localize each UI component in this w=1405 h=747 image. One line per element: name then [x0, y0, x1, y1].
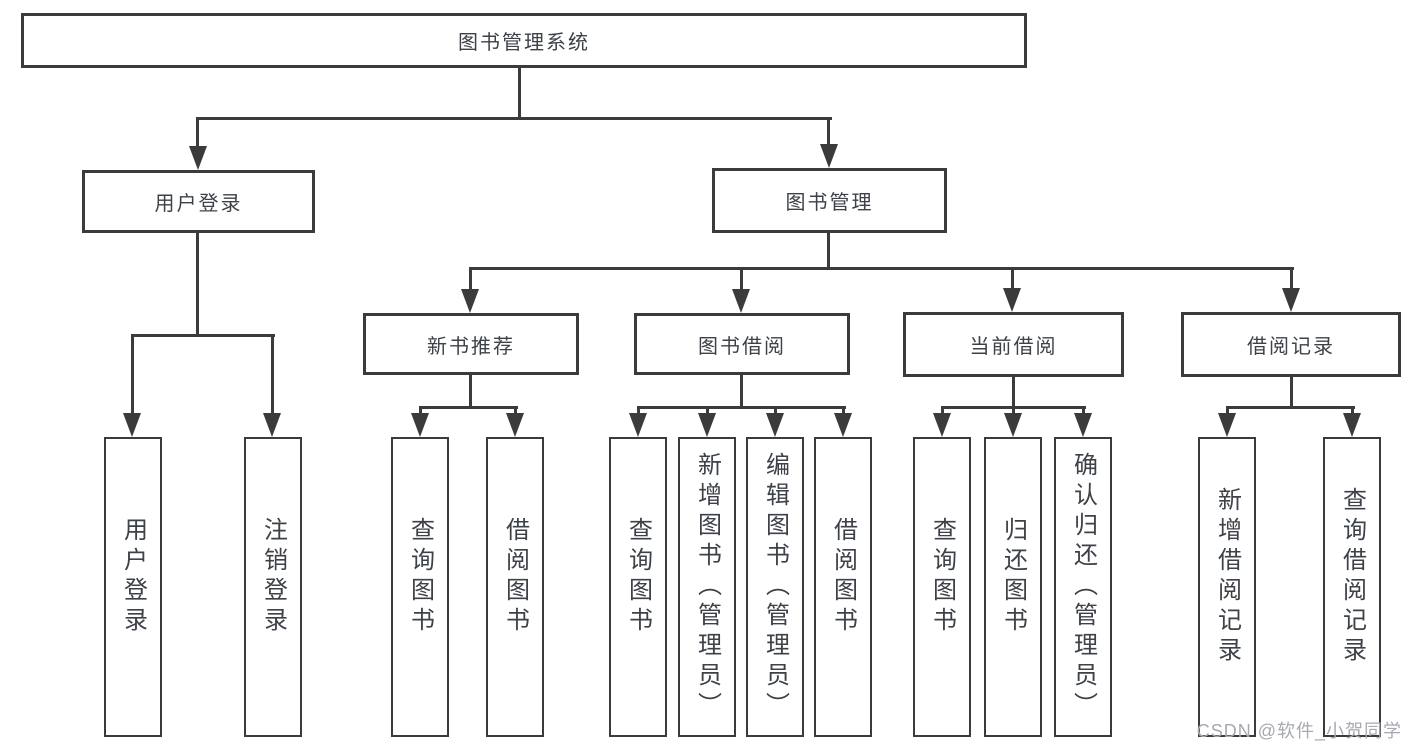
node-label: 新增借阅记录: [1213, 487, 1241, 667]
node-label: 新增图书（管理员）: [693, 452, 721, 722]
leaf-add-books-admin: 新增图书（管理员）: [678, 437, 736, 737]
arrow-down-icon: [123, 413, 141, 437]
node-label: 用户登录: [119, 517, 147, 637]
arrow-down-icon: [820, 144, 838, 168]
connector-line: [468, 266, 1294, 270]
node-label: 借阅记录: [1247, 336, 1335, 358]
leaf-edit-books-admin: 编辑图书（管理员）: [746, 437, 804, 737]
node-label: 借阅图书: [829, 517, 857, 637]
node-book-management: 图书管理: [712, 168, 947, 233]
node-label: 查询图书: [406, 517, 434, 637]
node-book-borrowing: 图书借阅: [634, 313, 850, 375]
arrow-down-icon: [698, 413, 716, 437]
arrow-down-icon: [933, 413, 951, 437]
arrow-down-icon: [506, 413, 524, 437]
connector-line: [636, 407, 640, 418]
node-label: 查询图书: [624, 517, 652, 637]
node-label: 查询图书: [928, 517, 956, 637]
arrow-down-icon: [766, 413, 784, 437]
connector-line: [739, 374, 743, 409]
arrow-down-icon: [1282, 288, 1300, 312]
connector-line: [517, 66, 521, 120]
connector-line: [773, 407, 777, 418]
connector-line: [1011, 407, 1015, 418]
connector-line: [705, 407, 709, 418]
leaf-return-books: 归还图书: [984, 437, 1042, 737]
connector-line: [195, 231, 199, 337]
leaf-add-borrow-record: 新增借阅记录: [1198, 437, 1256, 737]
connector-line: [841, 407, 845, 418]
connector-line: [1081, 407, 1085, 418]
node-label: 当前借阅: [969, 336, 1058, 358]
arrow-down-icon: [461, 289, 479, 313]
node-label: 图书管理系统: [458, 32, 590, 54]
arrow-down-icon: [834, 413, 852, 437]
arrow-down-icon: [1343, 413, 1361, 437]
arrow-down-icon: [1074, 413, 1092, 437]
node-borrowing-records: 借阅记录: [1181, 312, 1401, 377]
node-current-borrowing: 当前借阅: [903, 312, 1124, 377]
watermark: CSDN @软件_小贺同学: [1196, 721, 1402, 741]
leaf-query-borrow-record: 查询借阅记录: [1323, 437, 1381, 737]
connector-line: [826, 231, 830, 270]
connector-line: [1289, 268, 1293, 294]
connector-line: [739, 268, 743, 294]
arrow-down-icon: [1003, 288, 1021, 312]
connector-line: [270, 335, 274, 418]
node-label: 用户登录: [154, 193, 243, 215]
node-label: 查询借阅记录: [1338, 487, 1366, 667]
leaf-borrow-books-recommendation: 借阅图书: [486, 437, 544, 737]
connector-line: [826, 118, 830, 148]
connector-line: [513, 407, 517, 418]
node-label: 编辑图书（管理员）: [761, 452, 789, 722]
node-label: 借阅图书: [501, 517, 529, 637]
connector-line: [130, 333, 275, 337]
arrow-down-icon: [1004, 413, 1022, 437]
arrow-down-icon: [189, 146, 207, 170]
connector-line: [130, 335, 134, 418]
connector-line: [195, 118, 199, 150]
node-new-book-recommendation: 新书推荐: [363, 313, 579, 375]
connector-line: [1350, 407, 1354, 418]
connector-line: [940, 407, 944, 418]
node-label: 注销登录: [259, 517, 287, 637]
connector-line: [195, 116, 832, 120]
connector-line: [1011, 376, 1015, 409]
leaf-query-books-recommendation: 查询图书: [391, 437, 449, 737]
arrow-down-icon: [629, 413, 647, 437]
leaf-confirm-return-admin: 确认归还（管理员）: [1054, 437, 1112, 737]
node-label: 新书推荐: [427, 335, 515, 358]
node-library-management-system: 图书管理系统: [21, 13, 1027, 68]
connector-line: [418, 405, 518, 409]
node-label: 确认归还（管理员）: [1069, 452, 1097, 722]
arrow-down-icon: [732, 289, 750, 313]
connector-line: [418, 407, 422, 418]
leaf-query-books-current: 查询图书: [913, 437, 971, 737]
connector-line: [468, 268, 472, 294]
connector-line: [1289, 376, 1293, 409]
arrow-down-icon: [1218, 413, 1236, 437]
node-label: 归还图书: [999, 517, 1027, 637]
leaf-user-login: 用户登录: [104, 437, 162, 737]
leaf-query-books-borrowing: 查询图书: [609, 437, 667, 737]
leaf-borrow-books: 借阅图书: [814, 437, 872, 737]
connector-line: [1010, 268, 1014, 294]
node-user-login: 用户登录: [82, 170, 315, 233]
connector-line: [468, 374, 472, 409]
connector-line: [1225, 407, 1229, 418]
node-label: 图书管理: [785, 192, 874, 214]
leaf-logout: 注销登录: [244, 437, 302, 737]
arrow-down-icon: [411, 413, 429, 437]
arrow-down-icon: [263, 413, 281, 437]
node-label: 图书借阅: [698, 335, 786, 358]
